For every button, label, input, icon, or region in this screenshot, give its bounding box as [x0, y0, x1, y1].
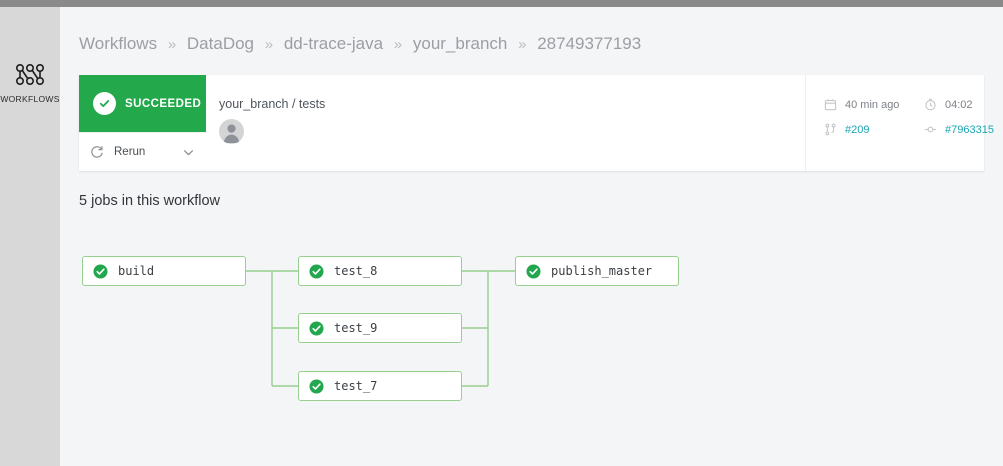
metadata-pull-request-link[interactable]: #209 — [845, 123, 870, 136]
calendar-icon — [824, 98, 837, 111]
sidebar-item-workflows[interactable]: WORKFLOWS — [0, 62, 60, 104]
refresh-icon — [90, 145, 104, 159]
breadcrumb-separator: » — [393, 36, 403, 53]
breadcrumb-item-dd-trace-java[interactable]: dd-trace-java — [283, 34, 384, 53]
stopwatch-icon — [924, 98, 937, 111]
check-circle-icon — [526, 264, 541, 279]
breadcrumb-item-workflows[interactable]: Workflows — [79, 34, 158, 53]
job-node-label: build — [118, 264, 155, 278]
main-content: Workflows » DataDog » dd-trace-java » yo… — [60, 7, 1003, 466]
pipeline-status-card: SUCCEEDED Rerun — [79, 75, 994, 171]
metadata-row-pull-request[interactable]: #209 — [824, 123, 869, 136]
job-node-test_8[interactable]: test_8 — [298, 256, 462, 286]
breadcrumb-separator: » — [518, 36, 527, 53]
chevron-down-icon[interactable] — [182, 146, 195, 159]
check-circle-icon — [309, 379, 324, 394]
workflows-icon — [15, 62, 45, 88]
job-node-test_9[interactable]: test_9 — [298, 313, 462, 343]
rerun-label: Rerun — [114, 146, 146, 158]
status-badge[interactable]: SUCCEEDED — [79, 75, 206, 132]
job-node-label: test_7 — [334, 379, 378, 393]
job-node-build[interactable]: build — [82, 256, 246, 286]
job-node-label: test_9 — [334, 321, 378, 335]
pipeline-title: your_branch / tests — [219, 97, 326, 111]
job-node-test_7[interactable]: test_7 — [298, 371, 462, 401]
jobs-heading: 5 jobs in this workflow — [79, 193, 221, 209]
check-circle-icon — [309, 321, 324, 336]
check-circle-icon — [309, 264, 324, 279]
job-node-publish_master[interactable]: publish_master — [515, 256, 679, 286]
job-node-label: test_8 — [334, 264, 378, 278]
commit-icon — [924, 123, 937, 136]
breadcrumb-item-pipeline-id[interactable]: 28749377193 — [537, 34, 642, 53]
breadcrumb-separator: » — [167, 36, 177, 53]
pipeline-summary: your_branch / tests — [219, 75, 784, 171]
metadata-row-duration: 04:02 — [924, 98, 973, 111]
check-circle-icon — [93, 264, 108, 279]
avatar-placeholder-icon — [219, 119, 244, 144]
metadata-row-time-ago: 40 min ago — [824, 98, 899, 111]
pull-request-icon — [824, 123, 837, 136]
breadcrumb-item-datadog[interactable]: DataDog — [186, 34, 255, 53]
status-label: SUCCEEDED — [125, 97, 202, 110]
metadata-duration: 04:02 — [945, 98, 973, 111]
breadcrumb-item-your-branch[interactable]: your_branch — [412, 34, 508, 53]
avatar — [219, 119, 244, 144]
breadcrumb-separator: » — [264, 36, 274, 53]
pipeline-metadata: 40 min ago #209 — [805, 75, 994, 171]
check-circle-icon — [93, 92, 116, 115]
left-sidebar: WORKFLOWS — [0, 7, 60, 466]
status-column: SUCCEEDED Rerun — [79, 75, 206, 171]
metadata-commit-link[interactable]: #7963315 — [945, 123, 994, 136]
job-node-label: publish_master — [551, 264, 653, 278]
browser-top-bar — [0, 0, 1003, 7]
breadcrumb: Workflows » DataDog » dd-trace-java » yo… — [79, 34, 641, 54]
sidebar-item-label: WORKFLOWS — [0, 94, 60, 104]
rerun-button[interactable]: Rerun — [79, 132, 206, 171]
metadata-row-commit[interactable]: #7963315 — [924, 123, 994, 136]
metadata-time-ago: 40 min ago — [845, 98, 900, 111]
